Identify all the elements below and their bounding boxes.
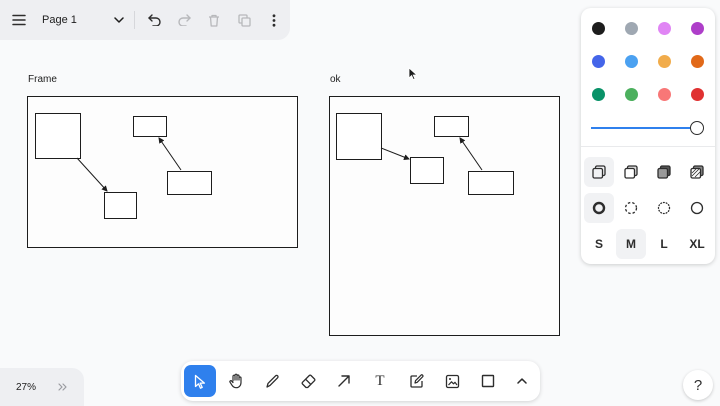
hand-icon bbox=[228, 373, 244, 389]
panel-divider bbox=[581, 146, 715, 147]
color-swatch-grey[interactable] bbox=[625, 22, 638, 35]
note-tool[interactable] bbox=[400, 365, 432, 397]
chevron-up-icon bbox=[517, 378, 527, 384]
fill-semi-button[interactable] bbox=[616, 157, 646, 187]
frame-arrows bbox=[380, 137, 483, 171]
dash-solid-button[interactable] bbox=[682, 193, 712, 223]
arrow-tool[interactable] bbox=[328, 365, 360, 397]
rectangle-shape[interactable] bbox=[336, 113, 382, 160]
undo-button[interactable] bbox=[139, 5, 169, 35]
color-swatch-light-green[interactable] bbox=[625, 88, 638, 101]
undo-icon bbox=[147, 14, 161, 26]
arrow-shape[interactable] bbox=[459, 137, 483, 171]
size-l-button[interactable]: L bbox=[660, 237, 668, 251]
hand-tool[interactable] bbox=[220, 365, 252, 397]
select-tool[interactable] bbox=[184, 365, 216, 397]
page-menu-button[interactable]: Page 1 bbox=[34, 5, 130, 35]
eraser-tool[interactable] bbox=[292, 365, 324, 397]
help-button[interactable]: ? bbox=[683, 370, 713, 400]
rectangle-tool[interactable] bbox=[472, 365, 504, 397]
top-menu-bar: Page 1 bbox=[0, 0, 290, 40]
color-swatch-red[interactable] bbox=[691, 88, 704, 101]
redo-button[interactable] bbox=[169, 5, 199, 35]
chevron-down-icon bbox=[114, 17, 124, 23]
draw-tool[interactable] bbox=[256, 365, 288, 397]
dash-dotted-button[interactable] bbox=[649, 193, 679, 223]
draw-icon bbox=[265, 374, 280, 389]
frame-label-frame[interactable]: Frame bbox=[28, 74, 57, 85]
redo-icon bbox=[177, 14, 191, 26]
color-swatch-light-red[interactable] bbox=[658, 88, 671, 101]
style-panel: S M L XL bbox=[581, 8, 715, 264]
color-swatch-blue[interactable] bbox=[592, 55, 605, 68]
color-swatch-orange[interactable] bbox=[691, 55, 704, 68]
zoom-menu[interactable]: 27% bbox=[0, 368, 84, 406]
opacity-slider-thumb[interactable] bbox=[690, 121, 704, 135]
chevrons-right-icon[interactable] bbox=[58, 383, 68, 391]
rectangle-shape[interactable] bbox=[434, 116, 469, 137]
size-s-button[interactable]: S bbox=[594, 237, 603, 251]
rectangle-shape[interactable] bbox=[167, 171, 212, 195]
dash-dashed-icon bbox=[624, 201, 638, 215]
color-swatch-green[interactable] bbox=[592, 88, 605, 101]
fill-solid-button[interactable] bbox=[649, 157, 679, 187]
fill-solid-icon bbox=[657, 165, 671, 179]
fill-semi-icon bbox=[624, 165, 638, 179]
duplicate-button[interactable] bbox=[229, 5, 259, 35]
color-swatch-violet[interactable] bbox=[691, 22, 704, 35]
rectangle-shape[interactable] bbox=[410, 157, 444, 184]
dash-draw-button[interactable] bbox=[584, 193, 614, 223]
arrow-shape[interactable] bbox=[158, 137, 182, 171]
more-actions-button[interactable] bbox=[259, 5, 289, 35]
bottom-toolbar: T bbox=[181, 361, 540, 401]
dash-dotted-icon bbox=[657, 201, 671, 215]
fill-pattern-button[interactable] bbox=[682, 157, 712, 187]
color-swatch-yellow[interactable] bbox=[658, 55, 671, 68]
note-icon bbox=[409, 373, 424, 389]
help-icon: ? bbox=[693, 376, 703, 394]
duplicate-icon bbox=[237, 13, 251, 27]
fill-none-button[interactable] bbox=[584, 157, 614, 187]
rectangle-shape[interactable] bbox=[133, 116, 167, 137]
arrow-shape[interactable] bbox=[380, 147, 410, 160]
frame[interactable] bbox=[27, 96, 298, 248]
rectangle-shape[interactable] bbox=[468, 171, 514, 195]
text-tool[interactable]: T bbox=[364, 365, 396, 397]
more-vertical-icon bbox=[272, 13, 276, 27]
arrow-icon bbox=[337, 374, 351, 388]
dash-solid-icon bbox=[690, 201, 704, 215]
dash-draw-icon bbox=[592, 201, 606, 215]
main-menu-button[interactable] bbox=[4, 5, 34, 35]
image-icon bbox=[445, 374, 460, 389]
size-m-button[interactable]: M bbox=[616, 229, 646, 259]
image-tool[interactable] bbox=[436, 365, 468, 397]
color-swatch-light-violet[interactable] bbox=[658, 22, 671, 35]
frame-label-ok[interactable]: ok bbox=[330, 74, 341, 85]
select-icon bbox=[194, 374, 206, 389]
text-icon: T bbox=[375, 372, 385, 389]
menu-divider bbox=[134, 11, 135, 29]
more-tools-button[interactable] bbox=[506, 365, 538, 397]
opacity-slider-track[interactable] bbox=[591, 127, 699, 129]
zoom-level: 27% bbox=[16, 381, 37, 393]
dash-dashed-button[interactable] bbox=[616, 193, 646, 223]
rectangle-icon bbox=[481, 374, 495, 388]
menu-icon bbox=[12, 14, 26, 26]
color-swatch-light-blue[interactable] bbox=[625, 55, 638, 68]
size-xl-button[interactable]: XL bbox=[689, 237, 705, 251]
rectangle-shape[interactable] bbox=[104, 192, 137, 219]
trash-icon bbox=[208, 14, 220, 27]
frame-arrows bbox=[76, 137, 182, 192]
page-name: Page 1 bbox=[42, 14, 77, 26]
color-swatch-black[interactable] bbox=[592, 22, 605, 35]
fill-none-icon bbox=[592, 165, 606, 179]
delete-button[interactable] bbox=[199, 5, 229, 35]
mouse-cursor bbox=[408, 67, 418, 81]
arrow-shape[interactable] bbox=[76, 157, 108, 192]
fill-pattern-icon bbox=[690, 165, 704, 179]
eraser-icon bbox=[301, 374, 316, 389]
rectangle-shape[interactable] bbox=[35, 113, 81, 159]
frame[interactable] bbox=[329, 96, 560, 336]
